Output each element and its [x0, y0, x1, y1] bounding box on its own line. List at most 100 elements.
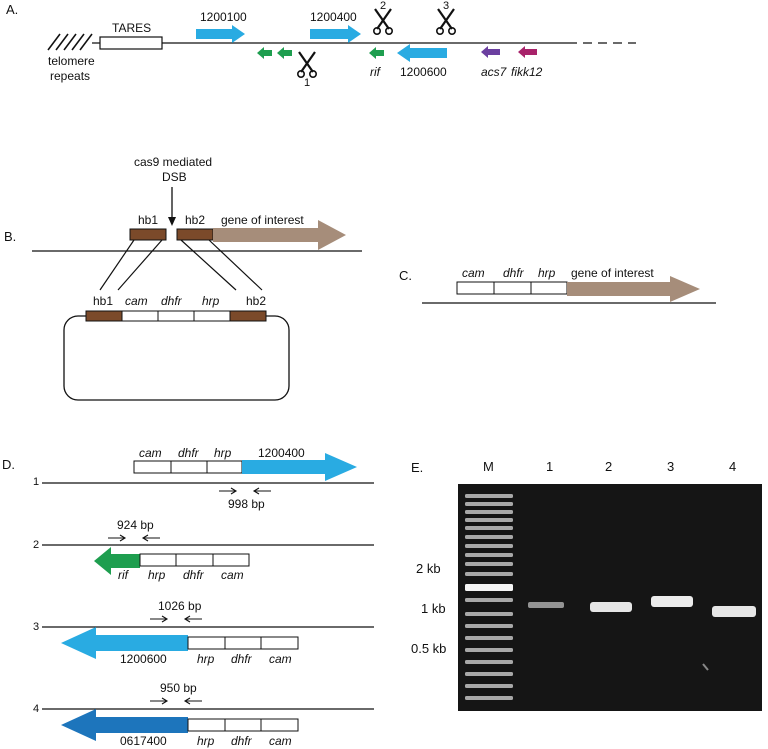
- telomere-hatch: [47, 33, 93, 51]
- cam-box-c: [456, 281, 495, 295]
- fikk12-arrow: [518, 46, 537, 58]
- construct-2-box-2-label: dhfr: [183, 568, 205, 582]
- construct-4-box-1: [187, 718, 226, 732]
- ladder-band: [465, 535, 513, 539]
- hb1-label-top: hb1: [138, 213, 158, 227]
- construct-2: 2 924 bp rif hrp dhfr cam: [33, 518, 374, 582]
- panel-b-label: B.: [4, 229, 16, 244]
- scissors-1-num: 1: [304, 77, 310, 89]
- ladder-band: [465, 684, 513, 688]
- ladder-band: [465, 526, 513, 530]
- ladder-band: [465, 672, 513, 676]
- hrp-label-b: hrp: [202, 294, 220, 308]
- telomere-label-1: telomere: [48, 54, 95, 68]
- ladder-band: [465, 624, 513, 628]
- construct-2-box-1: [139, 553, 177, 567]
- cam-box-b: [121, 310, 159, 322]
- ladder-band: [465, 562, 513, 566]
- construct-4-box-2-label: dhfr: [231, 734, 253, 748]
- construct-4-primers-icon: [150, 697, 202, 705]
- ladder-band: [465, 696, 513, 700]
- construct-2-box-3-label: cam: [221, 568, 244, 582]
- fikk12-label: fikk12: [511, 65, 543, 79]
- lane-3-band: [651, 596, 693, 607]
- construct-3-product: 1026 bp: [158, 599, 202, 613]
- scissors-1-icon: [296, 50, 318, 79]
- lane-1-band: [528, 602, 564, 608]
- construct-1-box-3-label: hrp: [214, 446, 232, 460]
- gene-1200600-arrow: [397, 44, 447, 62]
- lane-label-2: 2: [605, 459, 612, 474]
- lane-label-1: 1: [546, 459, 553, 474]
- panel-a: A. telomere repeats TARES 1200100 120040…: [6, 0, 636, 89]
- ladder-band: [465, 648, 513, 652]
- construct-3-gene-label: 1200600: [120, 652, 167, 666]
- hrp-box-b: [193, 310, 231, 322]
- construct-3-box-3-label: cam: [269, 652, 292, 666]
- construct-1-box-1: [133, 460, 172, 474]
- gel-speck: [702, 663, 709, 671]
- hb2-box-top: [176, 228, 214, 241]
- construct-1-box-2-label: dhfr: [178, 446, 200, 460]
- lane-label-3: 3: [667, 459, 674, 474]
- hb2-label-plasmid: hb2: [246, 294, 266, 308]
- crossover-lines: [99, 239, 263, 291]
- construct-4-product: 950 bp: [160, 681, 197, 695]
- scissors-2-icon: [372, 7, 394, 36]
- telomere-label-2: repeats: [50, 69, 90, 83]
- ladder-band: [465, 518, 513, 522]
- lane-label-m: M: [483, 459, 494, 474]
- gene-1200100-label: 1200100: [200, 10, 247, 24]
- dhfr-label-b: dhfr: [161, 294, 183, 308]
- hb2-label-top: hb2: [185, 213, 205, 227]
- construct-4-gene-label: 0617400: [120, 734, 167, 748]
- ladder-band: [465, 636, 513, 640]
- construct-4-box-1-label: hrp: [197, 734, 215, 748]
- tares-box: [99, 36, 163, 50]
- lane-4-band: [712, 606, 756, 617]
- goi-label-c: gene of interest: [571, 266, 654, 280]
- goi-arrow-b: [213, 220, 346, 250]
- construct-3-box-3: [260, 636, 299, 650]
- construct-1-box-3: [206, 460, 243, 474]
- construct-1: 1 cam dhfr hrp 1200400 998 bp: [33, 446, 374, 511]
- construct-4-gene-arrow: [61, 709, 188, 741]
- lane-label-4: 4: [729, 459, 736, 474]
- construct-4: 4 950 bp 0617400 hrp dhfr cam: [33, 681, 374, 748]
- goi-arrow-c: [567, 276, 700, 302]
- cas9-label-2: DSB: [162, 170, 187, 184]
- rif-arrow-1: [257, 47, 272, 59]
- construct-4-box-2: [224, 718, 262, 732]
- construct-1-primers-icon: [219, 487, 271, 495]
- gene-1200400-label: 1200400: [310, 10, 357, 24]
- cam-label-b: cam: [125, 294, 148, 308]
- panel-c: C. cam dhfr hrp gene of interest: [399, 266, 716, 304]
- cas9-label-1: cas9 mediated: [134, 155, 212, 169]
- construct-1-box-1-label: cam: [139, 446, 162, 460]
- ladder-band: [465, 598, 513, 602]
- size-label-05kb: 0.5 kb: [411, 641, 446, 656]
- size-label-2kb: 2 kb: [416, 561, 441, 576]
- rif-arrow-2: [277, 47, 292, 59]
- construct-1-product: 998 bp: [228, 497, 265, 511]
- construct-3-box-2: [224, 636, 262, 650]
- rif-label: rif: [370, 65, 382, 79]
- ladder-band: [465, 553, 513, 557]
- construct-1-gene-arrow: [242, 453, 357, 481]
- ladder-band: [465, 660, 513, 664]
- construct-2-product: 924 bp: [117, 518, 154, 532]
- cam-label-c: cam: [462, 266, 485, 280]
- hb1-label-plasmid: hb1: [93, 294, 113, 308]
- hrp-label-c: hrp: [538, 266, 556, 280]
- gene-1200400-arrow: [310, 25, 361, 43]
- panel-c-label: C.: [399, 268, 412, 283]
- ladder-band: [465, 612, 513, 616]
- ladder-band: [465, 572, 513, 576]
- construct-3-box-1-label: hrp: [197, 652, 215, 666]
- construct-2-box-2: [175, 553, 214, 567]
- plasmid-outline: [63, 315, 290, 401]
- construct-4-num: 4: [33, 703, 39, 715]
- construct-1-gene-label: 1200400: [258, 446, 305, 460]
